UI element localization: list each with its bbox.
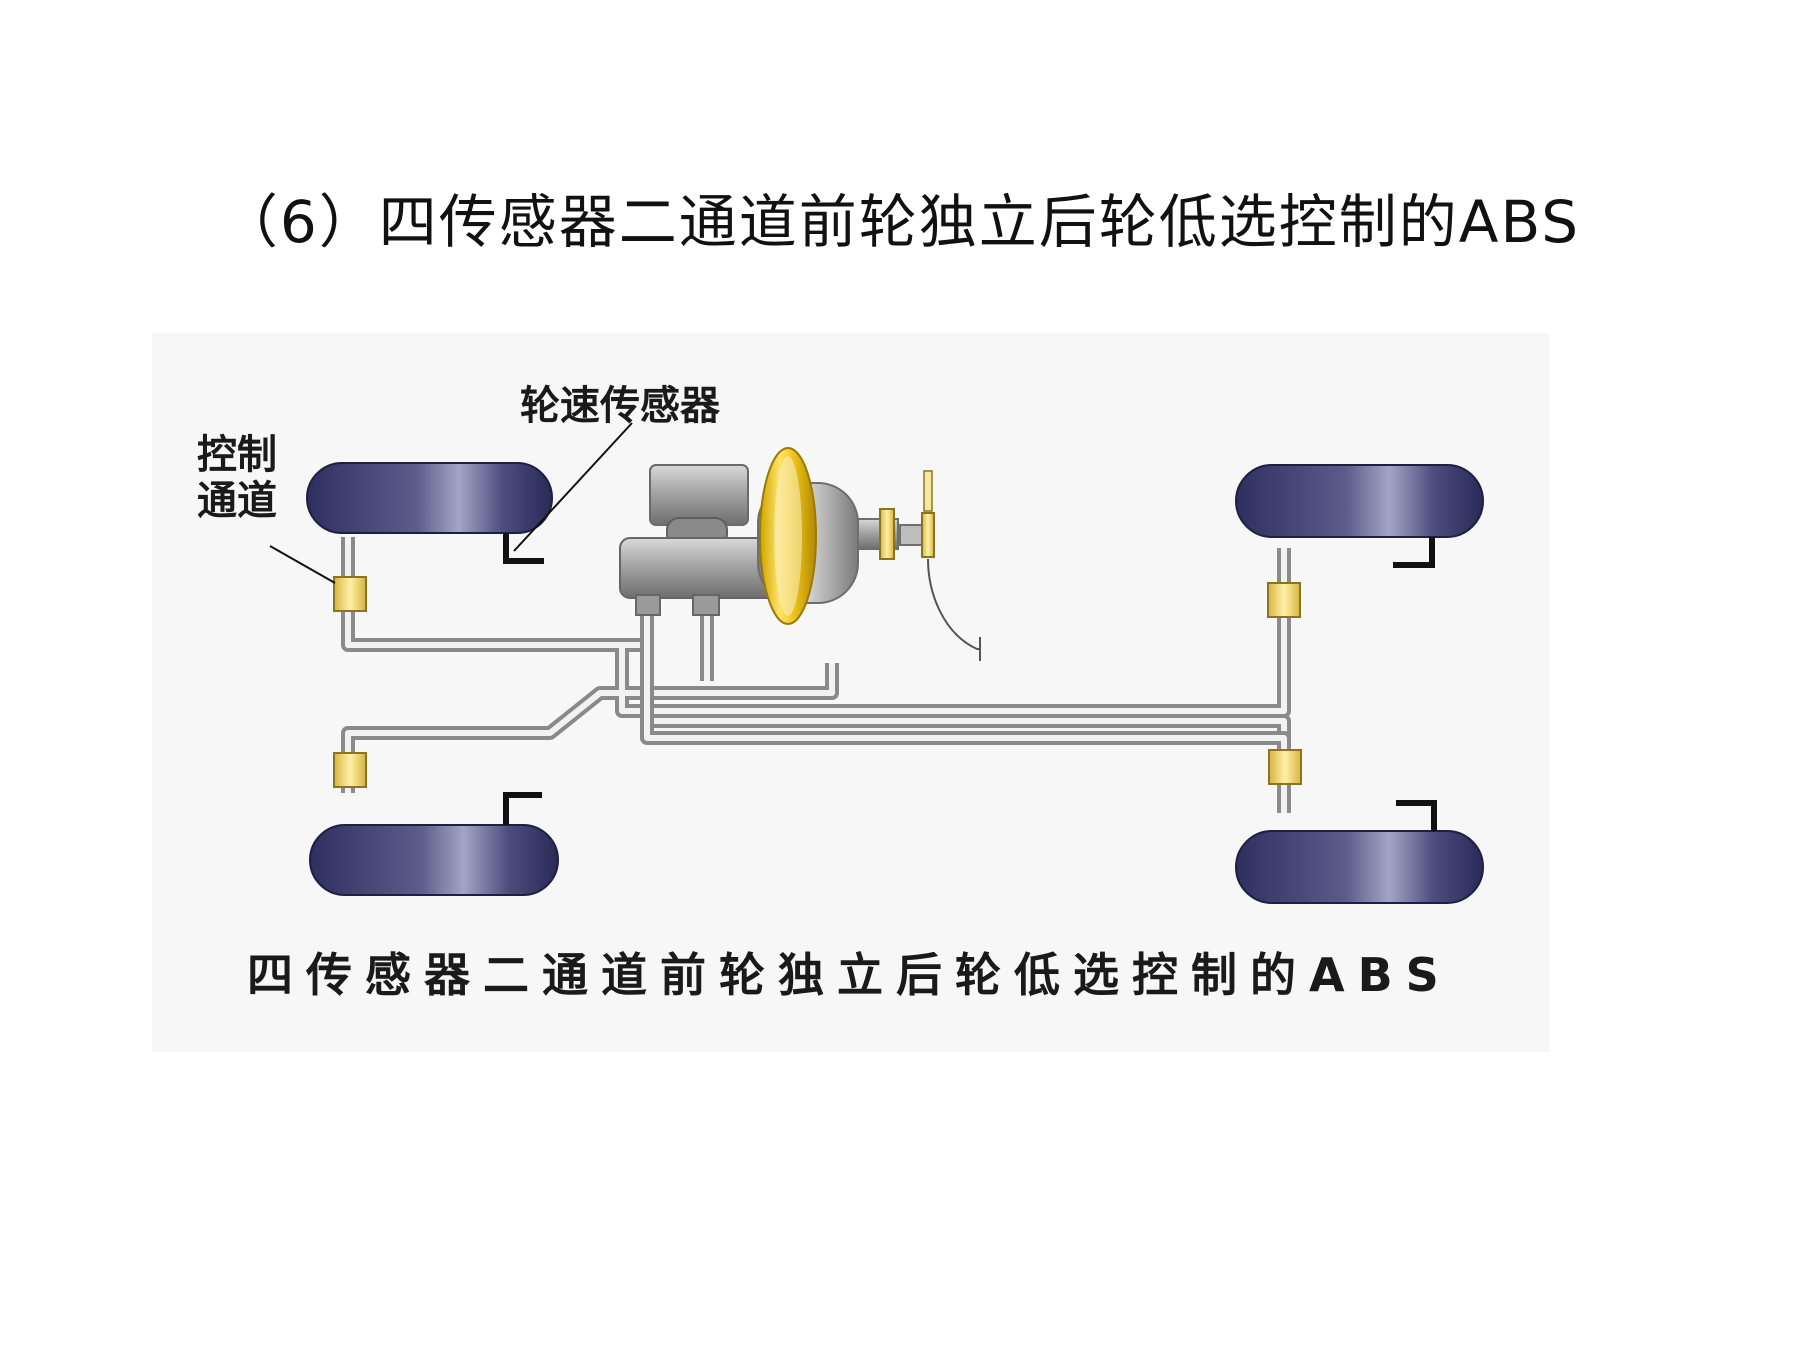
- diagram-caption: 四传感器二通道前轮独立后轮低选控制的ABS: [247, 948, 1452, 1002]
- leader-lines: [269, 422, 633, 584]
- tire-rear-right: [1235, 830, 1484, 904]
- tire-rear-left: [309, 824, 559, 896]
- brake-booster: [757, 447, 981, 661]
- abs-diagram: 轮速传感器 控制 通道: [197, 383, 1484, 904]
- control-valves: [333, 576, 1302, 788]
- control-channel-label-line1: 控制: [197, 432, 277, 478]
- wheel-speed-sensor-label: 轮速传感器: [520, 383, 721, 429]
- wheel-speed-sensors: [503, 533, 1437, 831]
- tire-front-left: [306, 462, 553, 534]
- abs-diagram-panel: 轮速传感器 控制 通道 四传感器二通道前轮独立后轮低选控制的ABS: [152, 333, 1549, 1052]
- control-channel-label-line2: 通道: [197, 478, 277, 524]
- slide-title: （6）四传感器二通道前轮独立后轮低选控制的ABS: [219, 188, 1581, 256]
- brake-lines: [341, 537, 1291, 813]
- master-cylinder: [619, 464, 787, 616]
- tire-front-right: [1235, 464, 1484, 538]
